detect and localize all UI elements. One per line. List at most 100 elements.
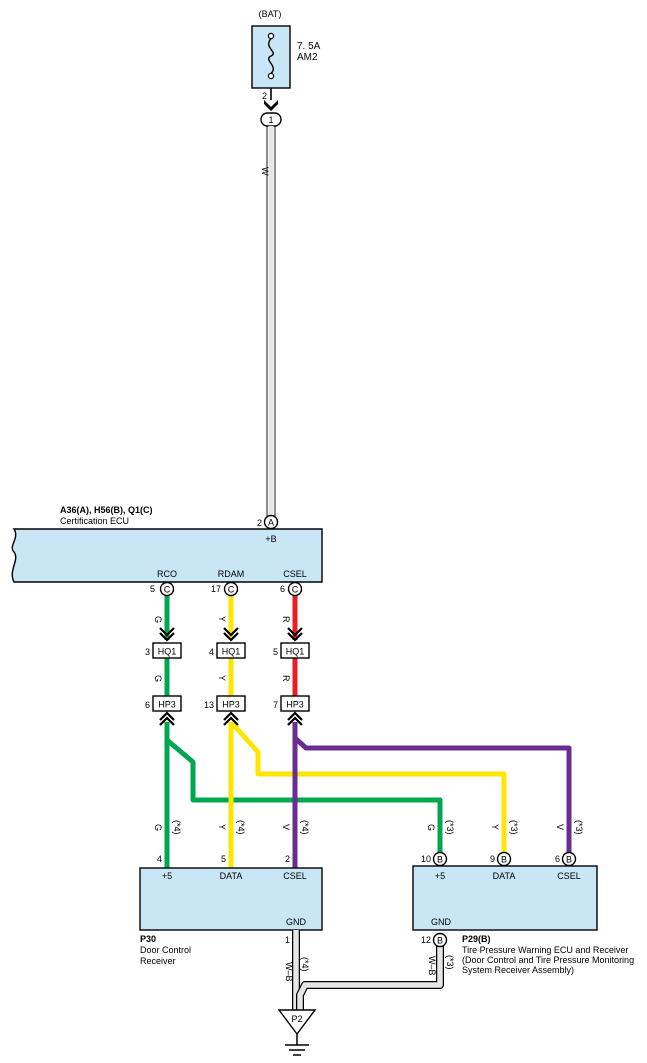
wire-color-v-3: V [281,824,291,830]
hp3-pin-2: 13 [204,700,214,710]
cert-ecu-plusb-conn: A [268,518,274,528]
wire-color-r-1: R [281,616,291,623]
cert-ecu-box [11,528,323,583]
hp3-chevron-icons [159,711,303,726]
hq1-pin-2: 4 [209,647,214,657]
ground-wire-color-1: W–B [284,962,294,982]
tpms-box [412,865,598,931]
hq1-connector-2 [216,642,246,659]
tpms-name-2: (Door Control and Tire Pressure Monitori… [462,955,634,965]
hq1-chevron-icons [159,627,303,642]
tpms-code: P29(B) [462,934,491,944]
wire-note-v-3: (*4) [300,820,310,835]
ground-symbol-icon [285,1034,309,1056]
cert-ecu-name: Certification ECU [60,516,129,526]
cert-ecu-rdam-label: RDAM [218,569,245,579]
cert-ecu-rco-conn: C [164,585,171,595]
tpms-label-gnd: GND [431,917,452,927]
wire-color-y-2: Y [217,675,227,681]
tpms-conn-3: B [566,855,572,865]
receiver-name-1: Door Control [140,945,191,955]
cert-ecu-plusb-connector [263,514,279,530]
wire-note-g-4: (*3) [445,820,455,835]
hp3-connector-3 [280,695,310,712]
cert-ecu-csel-connector [287,581,303,597]
hq1-connector-1 [152,642,182,659]
wire-violet-to-tpms [292,722,572,852]
hp3-connector-1 [152,695,182,712]
wire-green-to-tpms [165,738,443,852]
wire-color-g-3: G [153,824,163,831]
tpms-pin-1: 10 [421,854,431,864]
receiver-name-2: Receiver [140,956,176,966]
fuse-rating: 7. 5A [297,41,321,52]
hp3-name-3: HP3 [286,700,304,710]
receiver-gnd-pin: 1 [285,935,290,945]
tpms-name-3: System Receiver Assembly) [462,965,574,975]
tpms-label-plus5: +5 [435,871,445,881]
fuse-name: AM2 [297,52,318,63]
hq1-pin-3: 5 [273,647,278,657]
cert-ecu-plusb-pin: 2 [257,518,262,528]
cert-ecu-csel-conn: C [292,585,299,595]
ground-name: P2 [291,1014,302,1024]
ground-wire-tpms [296,946,444,1010]
ground-wire-note-1: (*4) [300,957,310,972]
tpms-label-data: DATA [493,871,516,881]
receiver-label-data: DATA [220,871,243,881]
tpms-name-1: Tire Pressure Warning ECU and Receiver [462,945,628,955]
wire-color-g-1: G [153,616,163,623]
cert-ecu-rco-pin: 5 [150,584,155,594]
cert-ecu-rco-connector [159,581,175,597]
hq1-name-2: HQ1 [222,647,241,657]
hq1-pin-1: 3 [145,647,150,657]
tpms-label-csel: CSEL [557,871,581,881]
receiver-label-gnd: GND [286,917,307,927]
tpms-conn-2: B [501,855,507,865]
hq1-name-1: HQ1 [158,647,177,657]
cert-ecu-code: A36(A), H56(B), Q1(C) [60,505,153,515]
battery-wire [266,126,276,516]
receiver-code: P30 [140,934,156,944]
wire-note-g-3: (*4) [172,820,182,835]
hp3-connector-2 [216,695,246,712]
battery-wire-color: W [260,167,270,176]
fuse-source-label: (BAT) [259,9,282,19]
wire-note-v-4: (*3) [574,820,584,835]
receiver-box [139,867,323,931]
cert-ecu-rdam-conn: C [228,585,235,595]
cert-ecu-rco-label: RCO [157,569,177,579]
tpms-connector-2 [496,851,512,867]
hp3-pin-3: 7 [273,700,278,710]
tpms-connector-1 [432,851,448,867]
cert-ecu-csel-pin: 6 [280,584,285,594]
tpms-connector-3 [561,851,577,867]
ground-wire-color-2: W–B [427,956,437,976]
tpms-gnd-pin: 12 [421,935,431,945]
wire-note-y-3: (*4) [236,820,246,835]
ground-wire-note-2: (*3) [445,955,455,970]
hq1-name-3: HQ1 [286,647,305,657]
receiver-pin-2: 5 [221,854,226,864]
hp3-name-1: HP3 [158,700,176,710]
tpms-gnd-connector [432,932,448,948]
wire-note-y-4: (*3) [509,820,519,835]
tpms-conn-1: B [437,855,443,865]
hq1-connector-3 [280,642,310,659]
tpms-pin-2: 9 [490,854,495,864]
receiver-label-plus5: +5 [162,871,172,881]
cert-ecu-plusb-label: +B [265,534,276,544]
fuse-terminal-icon [264,100,278,111]
cert-ecu-rdam-connector [223,581,239,597]
wire-color-r-2: R [281,675,291,682]
hp3-name-2: HP3 [222,700,240,710]
wire-color-y-4: Y [490,824,500,830]
cert-ecu-csel-label: CSEL [283,569,307,579]
tpms-gnd-conn: B [437,936,443,946]
receiver-pin-3: 2 [285,854,290,864]
hp3-pin-1: 6 [145,700,150,710]
cert-ecu-rdam-pin: 17 [211,584,221,594]
fuse-icon [267,32,275,80]
tpms-pin-3: 6 [555,854,560,864]
